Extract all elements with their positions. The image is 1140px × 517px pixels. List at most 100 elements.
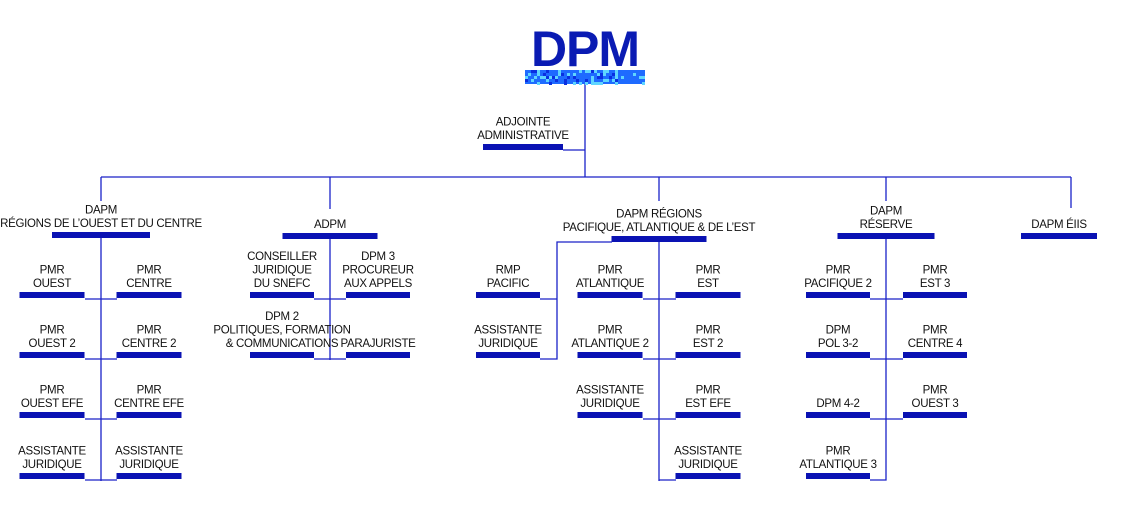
node-label: PACIFIQUE 2 (804, 278, 871, 290)
node-label: PACIFIC (487, 278, 529, 290)
node-bar (675, 473, 741, 479)
node-bar (806, 352, 870, 358)
node-label: EST 3 (920, 278, 950, 290)
node-bar (806, 292, 870, 298)
node-label: ASSISTANTE (18, 446, 86, 458)
node-bar (611, 236, 707, 242)
pacifique-side-connector (540, 241, 612, 360)
node-label: CENTRE 2 (122, 338, 176, 350)
reserve-vertical (870, 239, 887, 481)
node-bar (116, 473, 182, 479)
node-bar (1021, 233, 1097, 239)
node-label: DPM (826, 325, 851, 337)
node-bar (19, 352, 85, 358)
node-bar (483, 144, 563, 150)
node-label: PMR (137, 325, 162, 337)
node-bar (675, 412, 741, 418)
node-bar (577, 352, 643, 358)
node-dapm-eiis: DAPM ÉIIS (1021, 218, 1097, 239)
node-label: PMR (826, 265, 851, 277)
node-label: ASSISTANTE (674, 446, 742, 458)
node-label: CENTRE (126, 278, 172, 290)
node-label: PMR (923, 385, 948, 397)
node-label: EST 2 (693, 338, 723, 350)
node-label: DPM 4-2 (816, 398, 859, 410)
node-label: ATLANTIQUE 2 (571, 338, 648, 350)
node-label: PMR (40, 325, 65, 337)
node-label: DU SNEFC (254, 278, 310, 290)
node-label: PMR (696, 325, 721, 337)
node-label: & COMMUNICATIONS (226, 338, 339, 350)
node-bar (903, 352, 967, 358)
node-bar (675, 292, 741, 298)
node-bar (116, 292, 182, 298)
node-label: OUEST 3 (912, 398, 959, 410)
node-adpm-right-1: PARAJURISTE (340, 338, 416, 358)
node-label: CONSEILLER (247, 251, 317, 263)
node-label: PMR (40, 385, 65, 397)
node-label: PMR (696, 385, 721, 397)
node-label: RÉGIONS DE L’OUEST ET DU CENTRE (0, 217, 202, 230)
node-label: PMR (598, 265, 623, 277)
node-label: OUEST (33, 278, 71, 290)
node-label: EST EFE (685, 398, 731, 410)
node-bar (282, 233, 378, 239)
node-label: PMR (923, 265, 948, 277)
node-label: DAPM (870, 206, 902, 218)
node-label: DPM 2 (265, 311, 299, 323)
node-bar (476, 292, 540, 298)
node-label: CENTRE 4 (908, 338, 963, 350)
node-reserve-left-2: DPM 4-2 (806, 398, 870, 418)
node-label: POL 3-2 (818, 338, 858, 350)
node-label: ASSISTANTE (474, 325, 542, 337)
node-label: DAPM RÉGIONS (616, 208, 702, 221)
node-label: JURIDIQUE (22, 459, 82, 471)
node-label: JURIDIQUE (580, 398, 640, 410)
node-label: ASSISTANTE (115, 446, 183, 458)
node-label: DPM 3 (361, 251, 395, 263)
node-label: ADMINISTRATIVE (477, 130, 569, 142)
node-label: ASSISTANTE (576, 385, 644, 397)
node-label: ADJOINTE (496, 117, 551, 129)
node-label: JURIDIQUE (119, 459, 179, 471)
node-label: PMR (137, 385, 162, 397)
node-adpm: ADPM (282, 219, 378, 239)
node-label: JURIDIQUE (678, 459, 738, 471)
node-label: RMP (496, 265, 521, 277)
node-bar (903, 412, 967, 418)
node-label: PROCUREUR (342, 265, 413, 277)
node-label: PMR (137, 265, 162, 277)
node-label: PMR (40, 265, 65, 277)
node-label: PARAJURISTE (340, 338, 416, 350)
node-label: PMR (696, 265, 721, 277)
node-bar (806, 473, 870, 479)
node-bar (116, 352, 182, 358)
node-bar (250, 292, 314, 298)
